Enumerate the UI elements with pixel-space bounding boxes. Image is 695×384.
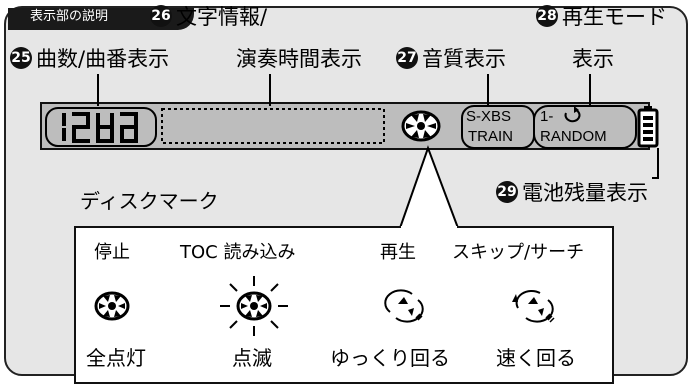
state-skip-search: スキップ/サーチ	[452, 242, 585, 263]
seven-segment-digits	[62, 112, 138, 143]
disc-callout-pointer	[399, 145, 459, 229]
disc-fast-rotate-icon	[512, 289, 555, 323]
track-count-text: 曲数/曲番表示	[36, 47, 170, 71]
lcd-train-text: TRAIN	[468, 128, 513, 145]
leader-battery	[652, 148, 659, 179]
display-slow-rotate: ゆっくり回る	[330, 346, 450, 370]
callout-number-25: 25	[10, 47, 32, 69]
text-info-line2: 演奏時間表示	[236, 47, 362, 71]
play-mode-line2: 表示	[572, 47, 614, 71]
callout-number-27: 27	[396, 47, 418, 69]
battery-text: 電池残量表示	[522, 181, 648, 205]
text-info-line1: 文字情報/	[176, 5, 268, 29]
text-info-dotted-area	[161, 108, 385, 144]
disc-full-lit-icon	[94, 291, 130, 321]
disc-mark-icon	[401, 110, 441, 142]
callout-number-28: 28	[536, 5, 558, 27]
header-tab: 表示部の説明	[8, 8, 194, 30]
disc-blinking-icon	[220, 276, 288, 336]
disc-slow-rotate-icon	[384, 289, 424, 323]
disc-state-icons	[94, 276, 555, 336]
state-stop: 停止	[94, 242, 130, 263]
play-mode-line1: 再生モード	[562, 5, 667, 29]
state-toc-reading: TOC 読み込み	[180, 242, 296, 263]
lcd-random-text: RANDOM	[540, 128, 607, 145]
callout-number-29: 29	[496, 181, 518, 203]
repeat-icon	[564, 106, 581, 123]
play-mode-frame	[533, 105, 637, 149]
disc-mark-legend	[74, 226, 614, 384]
lcd-repeat-text: 1-	[540, 108, 554, 125]
display-blinking: 点滅	[232, 346, 272, 370]
disc-mark-label: ディスクマーク	[80, 189, 219, 213]
lcd-xbs-text: S-XBS	[466, 108, 512, 125]
battery-icon	[637, 106, 659, 148]
legend-pointer-join	[401, 226, 457, 230]
callout-number-26: 26	[150, 5, 172, 27]
display-full-lit: 全点灯	[86, 346, 146, 370]
display-fast-rotate: 速く回る	[496, 346, 576, 370]
state-play: 再生	[380, 242, 416, 263]
sound-quality-text: 音質表示	[422, 47, 506, 71]
